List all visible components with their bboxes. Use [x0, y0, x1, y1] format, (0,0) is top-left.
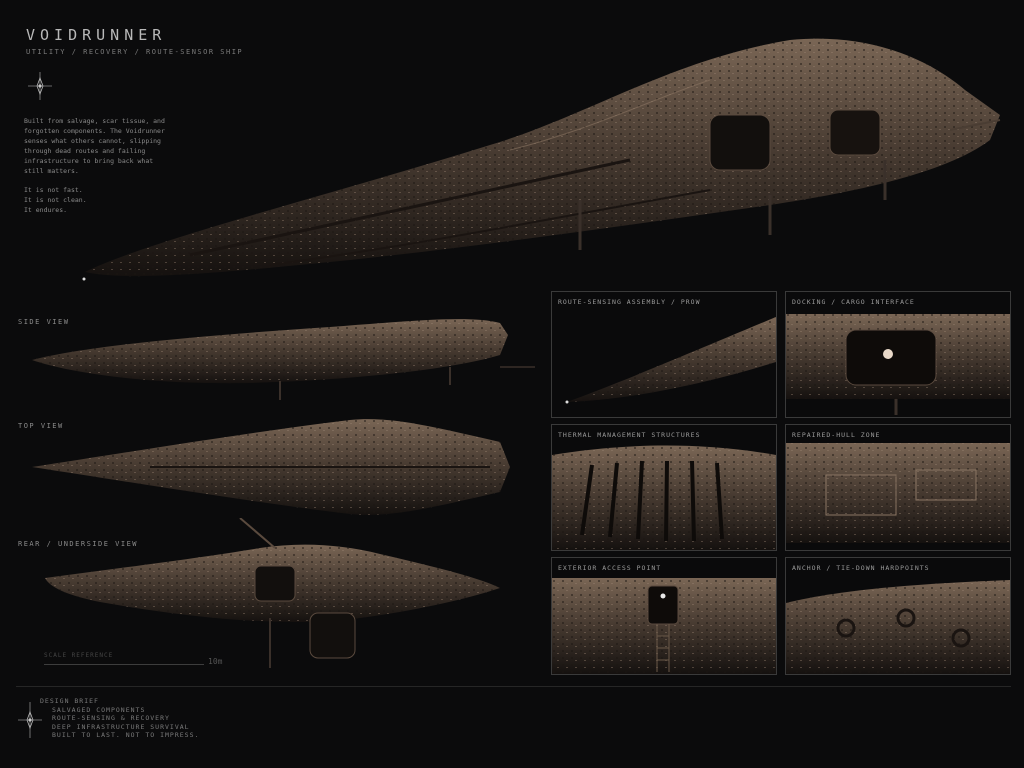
panel-label: REPAIRED-HULL ZONE: [792, 431, 881, 439]
panel-label: ANCHOR / TIE-DOWN HARDPOINTS: [792, 564, 930, 572]
scale-value: 10m: [208, 657, 223, 666]
rear-view-render: [45, 518, 500, 668]
panel-label: EXTERIOR ACCESS POINT: [558, 564, 662, 572]
desc-line: senses what others cannot, slipping: [24, 137, 161, 145]
detail-panel-docking: DOCKING / CARGO INTERFACE: [785, 291, 1011, 418]
desc-line: through dead routes and failing: [24, 147, 146, 155]
side-view-label: SIDE VIEW: [18, 318, 70, 326]
panel-label: THERMAL MANAGEMENT STRUCTURES: [558, 431, 701, 439]
panel-label: ROUTE-SENSING ASSEMBLY / PROW: [558, 298, 701, 306]
page-subtitle: UTILITY / RECOVERY / ROUTE-SENSOR SHIP: [26, 48, 244, 56]
desc-line: infrastructure to bring back what: [24, 157, 154, 165]
scale-bar: [44, 664, 204, 665]
side-view-render: [32, 319, 535, 400]
detail-panel-access-point: EXTERIOR ACCESS POINT: [551, 557, 777, 675]
closing-line: It endures.: [24, 206, 68, 214]
page-title: VOIDRUNNER: [26, 26, 167, 44]
compass-star-icon: [18, 702, 42, 738]
footer-divider: [16, 686, 1011, 687]
brief-item: ROUTE-SENSING & RECOVERY: [52, 714, 170, 722]
brief-item: SALVAGED COMPONENTS: [52, 705, 146, 714]
design-brief: DESIGN BRIEF SALVAGED COMPONENTS ROUTE-S…: [40, 697, 199, 740]
desc-line: Built from salvage, scar tissue, and: [24, 117, 165, 125]
ship-description: Built from salvage, scar tissue, and for…: [24, 116, 254, 215]
hero-ship-render: [82, 38, 1001, 281]
brief-heading: DESIGN BRIEF: [40, 697, 99, 705]
detail-panel-thermal: THERMAL MANAGEMENT STRUCTURES: [551, 424, 777, 551]
brief-item: BUILT TO LAST. NOT TO IMPRESS.: [52, 731, 200, 739]
closing-line: It is not clean.: [24, 196, 87, 204]
desc-line: forgotten components. The Voidrunner: [24, 127, 165, 135]
desc-line: still matters.: [24, 167, 79, 175]
panel-label: DOCKING / CARGO INTERFACE: [792, 298, 915, 306]
detail-panel-repaired-hull: REPAIRED-HULL ZONE: [785, 424, 1011, 551]
brief-item: DEEP INFRASTRUCTURE SURVIVAL: [52, 722, 190, 731]
scale-label: SCALE REFERENCE: [44, 652, 114, 659]
detail-panel-hardpoints: ANCHOR / TIE-DOWN HARDPOINTS: [785, 557, 1011, 675]
scale-reference: SCALE REFERENCE 10m: [24, 652, 224, 672]
closing-line: It is not fast.: [24, 186, 83, 194]
compass-star-icon: [28, 72, 52, 100]
detail-panel-prow: ROUTE-SENSING ASSEMBLY / PROW: [551, 291, 777, 418]
rear-view-label: REAR / UNDERSIDE VIEW: [18, 540, 139, 548]
top-view-render: [32, 419, 510, 515]
top-view-label: TOP VIEW: [18, 422, 64, 430]
